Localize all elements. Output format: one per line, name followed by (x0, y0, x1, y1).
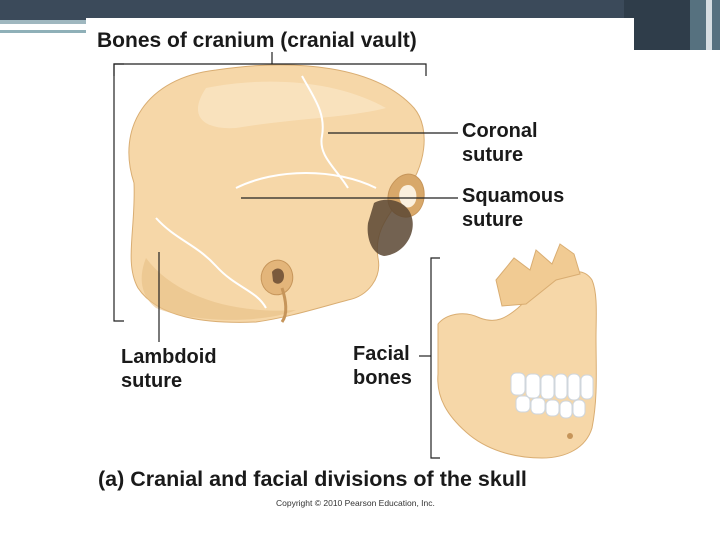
lambdoid-suture-label: Lambdoid suture (121, 345, 217, 393)
skull-illustration (86, 18, 634, 514)
facial-label-line2: bones (353, 366, 412, 390)
coronal-label-line1: Coronal (462, 119, 538, 143)
figure-caption: (a) Cranial and facial divisions of the … (98, 467, 527, 491)
cranium-side-bracket (114, 64, 124, 321)
cranium-title-label: Bones of cranium (cranial vault) (97, 29, 417, 53)
lambdoid-label-line1: Lambdoid (121, 345, 217, 369)
facial-bones-label: Facial bones (353, 342, 412, 390)
skull-figure: Bones of cranium (cranial vault) Coronal… (86, 18, 634, 514)
squamous-label-line1: Squamous (462, 184, 564, 208)
slide-corner-decoration (624, 0, 720, 50)
facial-label-line1: Facial (353, 342, 412, 366)
lambdoid-label-line2: suture (121, 369, 217, 393)
squamous-label-line2: suture (462, 208, 564, 232)
coronal-label-line2: suture (462, 143, 538, 167)
teeth (511, 373, 593, 418)
copyright-notice: Copyright © 2010 Pearson Education, Inc. (276, 498, 435, 508)
coronal-suture-label: Coronal suture (462, 119, 538, 167)
squamous-suture-label: Squamous suture (462, 184, 564, 232)
slide-top-bar (0, 0, 720, 20)
slide-accent-line (0, 30, 100, 33)
